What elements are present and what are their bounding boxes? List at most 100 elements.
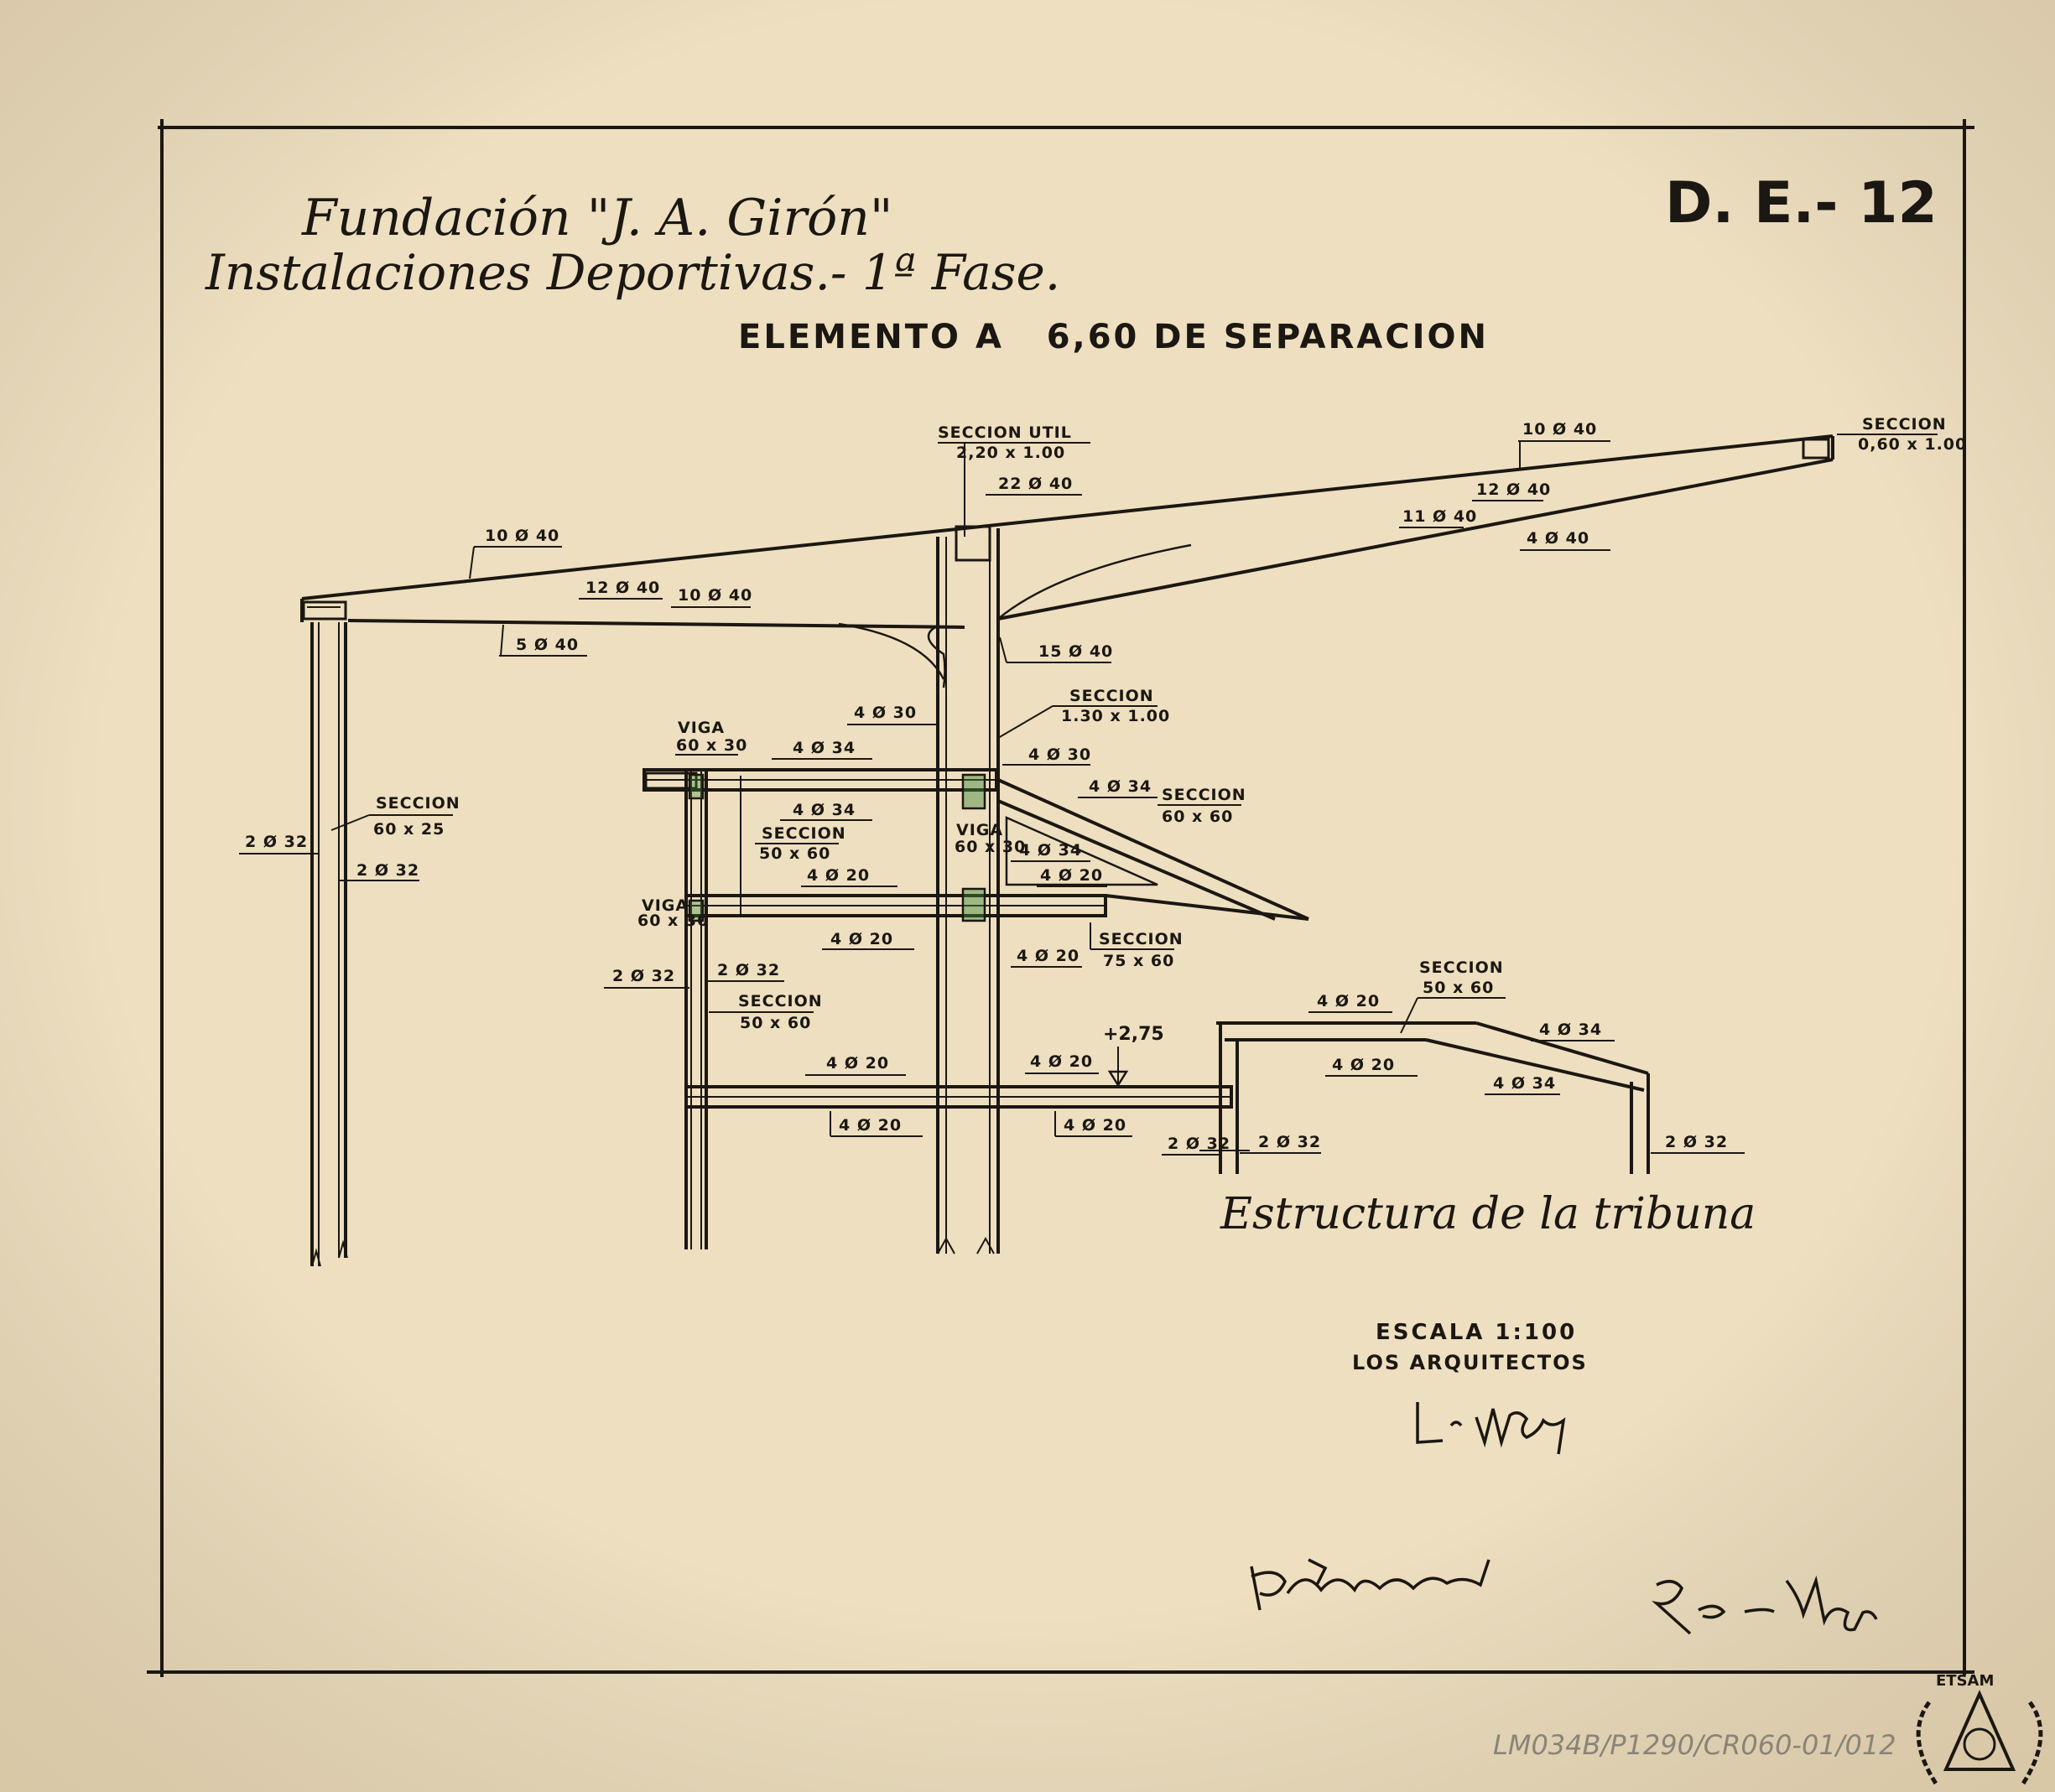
label-viga-central-dim: 60 x 30 bbox=[955, 838, 1026, 856]
label-10-40-mid: 10 Ø 40 bbox=[671, 586, 752, 608]
label-2-32-tribuna-b: 2 Ø 32 bbox=[1240, 1133, 1321, 1154]
main-frame-structure bbox=[300, 434, 1834, 1267]
label-seccion-tribuna-title: SECCION bbox=[1419, 958, 1504, 977]
label-4-20-d-text: 4 Ø 20 bbox=[1017, 947, 1080, 965]
label-10-40-right: 10 Ø 40 bbox=[1518, 420, 1610, 470]
label-2-32-left-b: 2 Ø 32 bbox=[340, 861, 419, 881]
column-nodes bbox=[688, 773, 986, 922]
label-2-32-left-a-text: 2 Ø 32 bbox=[245, 833, 308, 851]
archive-code: LM034B/P1290/CR060-01/012 bbox=[1493, 1729, 1896, 1761]
label-4-20-b: 4 Ø 20 bbox=[801, 866, 897, 887]
label-seccion-75-dim: 75 x 60 bbox=[1103, 952, 1174, 970]
label-2-32-tribuna-c: 2 Ø 32 bbox=[1651, 1133, 1745, 1154]
label-4-30-lower-text: 4 Ø 30 bbox=[1028, 745, 1091, 764]
label-10-40-left-text: 10 Ø 40 bbox=[485, 527, 559, 545]
title-line-2: Instalaciones Deportivas.- 1ª Fase. bbox=[205, 244, 1060, 301]
label-2-32-tribuna-a: 2 Ø 32 bbox=[1162, 1135, 1230, 1156]
label-2-32-d: 2 Ø 32 bbox=[706, 961, 784, 982]
label-4-20-c-text: 4 Ø 20 bbox=[830, 930, 893, 948]
label-4-40-text: 4 Ø 40 bbox=[1527, 529, 1589, 548]
label-12-40-left-text: 12 Ø 40 bbox=[585, 579, 660, 597]
label-2-32-c: 2 Ø 32 bbox=[604, 967, 689, 989]
title-line-1: Fundación "J. A. Girón" bbox=[301, 189, 893, 247]
label-seccion-left-col-dim: 60 x 25 bbox=[373, 820, 445, 839]
architects-label: LOS ARQUITECTOS bbox=[1352, 1351, 1588, 1374]
label-4-34-tribuna-a-text: 4 Ø 34 bbox=[1539, 1021, 1602, 1039]
label-4-34-b-text: 4 Ø 34 bbox=[793, 801, 856, 819]
label-2-32-left-a: 2 Ø 32 bbox=[239, 833, 319, 854]
label-4-34-c: 4 Ø 34 bbox=[1011, 841, 1090, 862]
sheet-code: D. E.- 12 bbox=[1665, 170, 1938, 236]
signature-architect-2 bbox=[1250, 1558, 1491, 1611]
label-seccion-left-col-title: SECCION bbox=[376, 794, 460, 813]
label-seccion-75-title: SECCION bbox=[1099, 930, 1184, 948]
label-4-20-tribuna-b: 4 Ø 20 bbox=[1325, 1056, 1418, 1077]
label-4-20-f-text: 4 Ø 20 bbox=[1030, 1052, 1093, 1071]
label-11-40: 11 Ø 40 bbox=[1399, 507, 1477, 528]
label-15-40-text: 15 Ø 40 bbox=[1038, 642, 1113, 661]
label-4-20-tribuna-a: 4 Ø 20 bbox=[1308, 992, 1392, 1013]
label-4-20-g: 4 Ø 20 bbox=[830, 1111, 923, 1137]
label-4-20-b-text: 4 Ø 20 bbox=[807, 866, 870, 885]
label-4-34-tribuna-b-text: 4 Ø 34 bbox=[1493, 1074, 1556, 1093]
label-22-40: 22 Ø 40 bbox=[986, 475, 1082, 496]
etsam-stamp: ETSAM bbox=[1916, 1672, 2043, 1788]
label-seccion-mid-title: SECCION bbox=[1069, 687, 1154, 705]
label-viga-upper: VIGA 60 x 30 bbox=[675, 719, 747, 756]
label-4-34-c-text: 4 Ø 34 bbox=[1019, 841, 1082, 860]
label-seccion-lower-title: SECCION bbox=[738, 992, 823, 1010]
label-4-20-a-text: 4 Ø 20 bbox=[1040, 866, 1103, 885]
label-12-40-right-text: 12 Ø 40 bbox=[1476, 480, 1551, 499]
label-seccion-mid: SECCION 1.30 x 1.00 bbox=[997, 687, 1170, 739]
label-seccion-inner: SECCION 50 x 60 bbox=[740, 776, 846, 914]
label-4-34-bracket: 4 Ø 34 bbox=[1078, 777, 1158, 798]
label-viga-lower: VIGA 60 x 30 bbox=[637, 896, 709, 930]
label-2-32-left-b-text: 2 Ø 32 bbox=[356, 861, 419, 880]
label-4-20-e: 4 Ø 20 bbox=[805, 1054, 906, 1076]
drawing-frame bbox=[147, 119, 1974, 1677]
label-seccion-util: SECCION UTIL 2,20 x 1.00 bbox=[938, 423, 1090, 537]
label-seccion-left-col: SECCION 60 x 25 bbox=[330, 794, 460, 839]
label-4-34-b: 4 Ø 34 bbox=[780, 801, 872, 821]
label-seccion-bracket-dim: 60 x 60 bbox=[1162, 808, 1233, 826]
label-5-40-text: 5 Ø 40 bbox=[516, 636, 579, 654]
label-seccion-util-dim: 2,20 x 1.00 bbox=[956, 444, 1065, 462]
label-seccion-right: SECCION 0,60 x 1.00 bbox=[1837, 415, 1967, 454]
label-4-20-tribuna-a-text: 4 Ø 20 bbox=[1317, 992, 1380, 1010]
label-12-40-right: 12 Ø 40 bbox=[1472, 480, 1551, 501]
label-viga-upper-dim: 60 x 30 bbox=[676, 736, 747, 755]
label-seccion-inner-title: SECCION bbox=[762, 824, 846, 843]
signature-architect-3 bbox=[1652, 1575, 1878, 1635]
label-22-40-text: 22 Ø 40 bbox=[998, 475, 1073, 493]
label-4-34-bracket-text: 4 Ø 34 bbox=[1089, 777, 1152, 796]
label-5-40: 5 Ø 40 bbox=[499, 624, 587, 657]
level-mark-text: +2,75 bbox=[1103, 1024, 1164, 1045]
signature-architect-1 bbox=[1416, 1402, 1566, 1455]
label-4-20-tribuna-b-text: 4 Ø 20 bbox=[1332, 1056, 1395, 1074]
scale-label: ESCALA 1:100 bbox=[1376, 1320, 1577, 1345]
label-4-34-a-text: 4 Ø 34 bbox=[793, 739, 856, 757]
beam-end-details bbox=[302, 438, 1830, 790]
label-2-32-tribuna-b-text: 2 Ø 32 bbox=[1258, 1133, 1321, 1151]
label-viga-upper-title: VIGA bbox=[678, 719, 725, 737]
label-4-30-upper: 4 Ø 30 bbox=[847, 704, 938, 725]
label-viga-central-title: VIGA bbox=[956, 821, 1003, 839]
label-seccion-bracket-title: SECCION bbox=[1162, 786, 1246, 804]
label-4-20-h: 4 Ø 20 bbox=[1054, 1111, 1132, 1137]
label-2-32-tribuna-a-text: 2 Ø 32 bbox=[1168, 1135, 1230, 1153]
label-seccion-right-title: SECCION bbox=[1862, 415, 1947, 434]
label-viga-lower-dim: 60 x 30 bbox=[637, 912, 709, 930]
label-4-40: 4 Ø 40 bbox=[1520, 529, 1610, 551]
label-seccion-mid-dim: 1.30 x 1.00 bbox=[1061, 707, 1170, 725]
label-10-40-mid-text: 10 Ø 40 bbox=[678, 586, 752, 605]
label-11-40-text: 11 Ø 40 bbox=[1402, 507, 1477, 526]
label-10-40-left: 10 Ø 40 bbox=[469, 527, 562, 579]
label-4-20-f: 4 Ø 20 bbox=[1025, 1052, 1099, 1074]
label-2-32-d-text: 2 Ø 32 bbox=[717, 961, 780, 979]
label-4-34-a: 4 Ø 34 bbox=[772, 739, 872, 760]
label-seccion-right-dim: 0,60 x 1.00 bbox=[1858, 435, 1967, 454]
label-viga-central: VIGA 60 x 30 bbox=[955, 821, 1026, 856]
label-4-20-c: 4 Ø 20 bbox=[822, 930, 914, 950]
level-mark: +2,75 bbox=[1103, 1024, 1164, 1088]
